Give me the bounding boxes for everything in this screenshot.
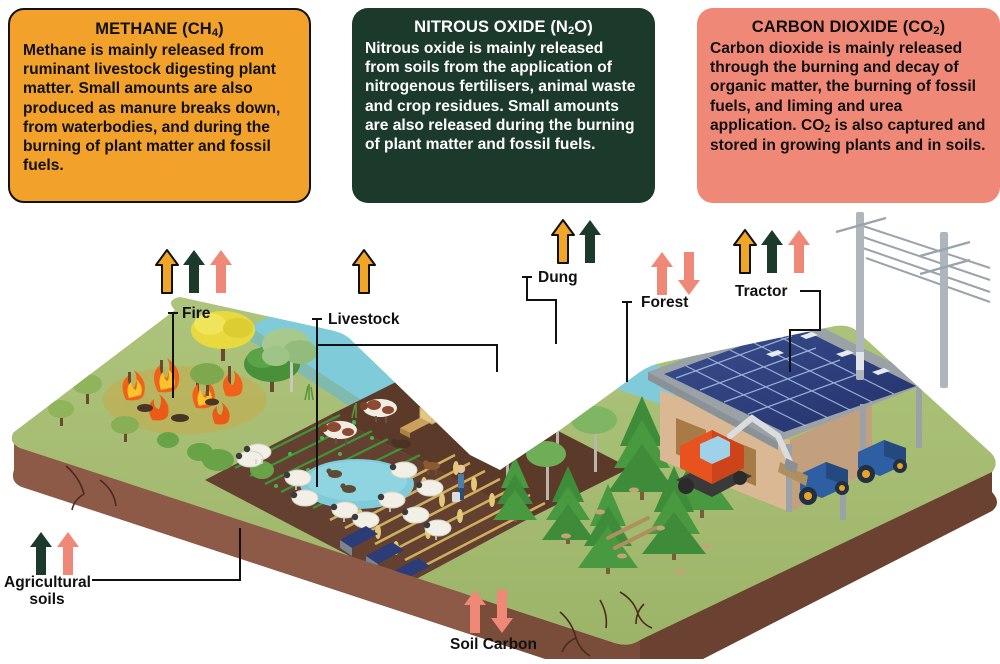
carbon-dioxide-info-box: CARBON DIOXIDE (CO2) Carbon dioxide is m… <box>697 8 1000 203</box>
leader-agsoils <box>92 528 241 581</box>
methane-info-box: METHANE (CH4) Methane is mainly released… <box>8 8 311 203</box>
arrow-n2o-up <box>29 530 53 577</box>
arrow-co2-down <box>677 250 701 297</box>
arrow-group-dung <box>551 218 602 265</box>
sheep-flock <box>235 443 452 540</box>
arrow-co2-up <box>463 588 487 635</box>
nitrous-oxide-info-box: NITROUS OXIDE (N2O) Nitrous oxide is mai… <box>352 8 655 203</box>
nitrous-oxide-title: NITROUS OXIDE (N2O) <box>414 18 593 38</box>
conifer <box>642 466 706 560</box>
nitrous-oxide-body: Nitrous oxide is mainly released from so… <box>365 39 636 154</box>
methane-title: METHANE (CH4) <box>95 20 224 40</box>
arrow-co2-up <box>787 228 811 275</box>
arrow-co2-down <box>490 588 514 635</box>
arrow-group-soilcarbon <box>463 588 514 635</box>
label-fire: Fire <box>182 305 211 322</box>
conifer <box>608 396 676 500</box>
arrow-group-agsoils <box>29 530 80 577</box>
conifer <box>542 466 594 544</box>
methane-body: Methane is mainly released from ruminant… <box>23 41 281 175</box>
leader-tractor <box>789 290 821 372</box>
carbon-dioxide-body: Carbon dioxide is mainly released throug… <box>710 39 986 154</box>
solar-array <box>664 326 916 432</box>
label-dung: Dung <box>538 269 578 286</box>
leader-forest <box>622 301 632 382</box>
leader-lines <box>92 276 821 581</box>
arrow-co2-up <box>650 250 674 297</box>
arrow-n2o-up <box>182 248 206 295</box>
soil-roots <box>65 465 653 657</box>
power-pole <box>919 232 971 388</box>
leader-dung <box>522 276 557 344</box>
arrow-group-forest <box>650 250 701 297</box>
tractor-blue-1 <box>799 462 849 505</box>
carbon-dioxide-title: CARBON DIOXIDE (CO2) <box>751 18 946 38</box>
arrow-methane-up <box>155 248 179 295</box>
arrow-group-tractor <box>733 228 811 275</box>
arrow-group-fire <box>155 248 233 295</box>
label-soil-carbon: Soil Carbon <box>450 636 537 653</box>
arrow-methane-up <box>733 228 757 275</box>
tractor-blue-2 <box>857 440 907 483</box>
leader-livestock-pen <box>316 319 498 372</box>
arrow-n2o-up <box>760 228 784 275</box>
conifer <box>493 456 537 522</box>
leader-fire <box>168 312 178 398</box>
label-agricultural-soils: Agricultural soils <box>4 574 91 609</box>
arrow-co2-up <box>56 530 80 577</box>
label-forest: Forest <box>641 294 689 311</box>
ducks <box>326 468 356 493</box>
farmer <box>452 464 466 502</box>
label-livestock: Livestock <box>328 311 400 328</box>
power-pole <box>835 212 887 380</box>
arrow-n2o-up <box>578 218 602 265</box>
arrow-methane-up <box>551 218 575 265</box>
power-lines <box>835 212 991 388</box>
arrow-group-livestock <box>352 248 376 295</box>
trees-left <box>48 311 357 479</box>
forestry-harvester <box>676 414 808 497</box>
arrow-methane-up <box>352 248 376 295</box>
label-tractor: Tractor <box>735 283 788 300</box>
arrow-co2-up <box>209 248 233 295</box>
